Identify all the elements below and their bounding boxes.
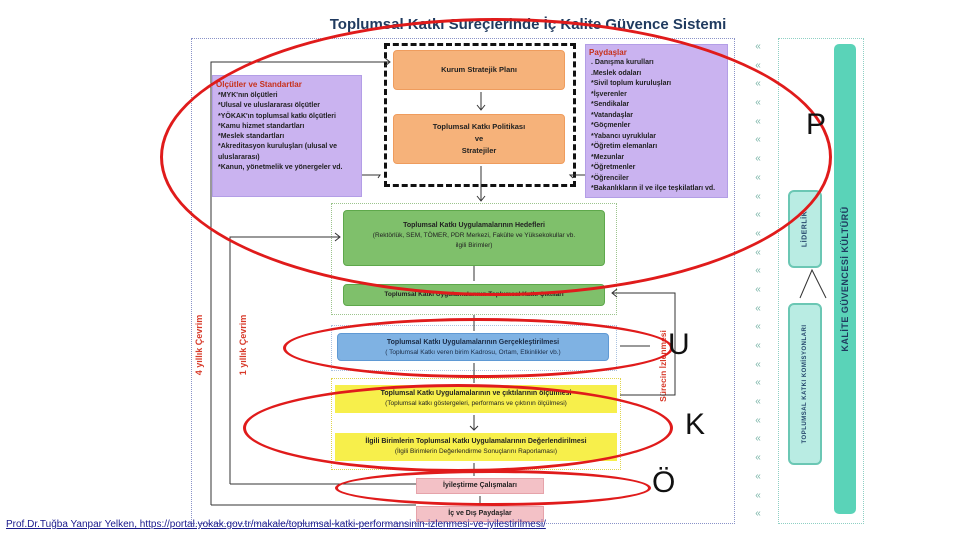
pdca-u: U (668, 328, 690, 361)
chevron-icon: « (755, 508, 761, 520)
chevron-icon: « (755, 358, 761, 370)
chevron-icon: « (755, 41, 761, 52)
quality-culture-panel (778, 38, 864, 524)
chevron-icon: « (755, 59, 761, 71)
act-annotation-ellipse (335, 470, 651, 506)
chevron-icon: « (755, 246, 761, 258)
chevron-icon: « (755, 321, 761, 333)
pdca-k: K (685, 408, 706, 441)
io-stakeholders-box: İç ve Dış Paydaşlar (416, 506, 544, 522)
io-stakeholders-label: İç ve Dış Paydaşlar (448, 510, 512, 517)
chevron-icon: « (755, 283, 761, 295)
chevron-icon: « (755, 265, 761, 277)
chevron-icon: « (755, 470, 761, 482)
pdca-p: P (806, 108, 827, 141)
chevron-icon: « (755, 396, 761, 408)
do-annotation-ellipse (283, 318, 673, 378)
commissions-box: TOPLUMSAL KATKI KOMİSYONLARI (788, 303, 822, 465)
quality-culture-bar: KALİTE GÜVENCESİ KÜLTÜRÜ (834, 44, 856, 514)
chevron-icon: « (755, 302, 761, 314)
chevron-icon: « (755, 433, 761, 445)
plan-annotation-ellipse (160, 18, 832, 296)
chevron-icon: « (755, 452, 761, 464)
chevron-icon: « (755, 489, 761, 501)
chevron-icon: « (755, 414, 761, 426)
source-link[interactable]: Prof.Dr.Tuğba Yanpar Yelken, https://por… (6, 519, 546, 530)
check-annotation-ellipse (243, 384, 673, 472)
chevron-icon: « (755, 377, 761, 389)
chevron-icon: « (755, 340, 761, 351)
pdca-o: Ö (652, 466, 676, 499)
